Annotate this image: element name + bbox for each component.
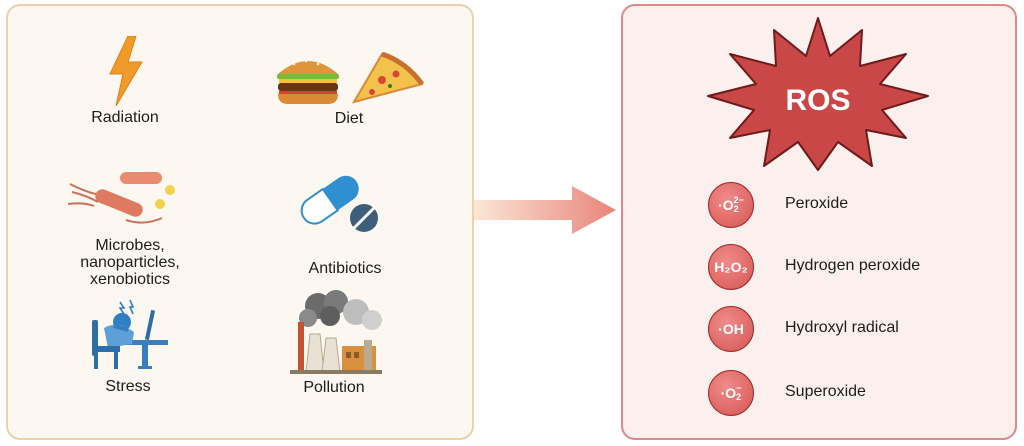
charge-text: 2− xyxy=(733,195,744,205)
radical-dot: · xyxy=(718,321,723,337)
pill-icon xyxy=(300,175,378,232)
source-diet: Diet xyxy=(272,52,426,128)
source-radiation: Radiation xyxy=(70,36,180,126)
factory-smoke-icon xyxy=(290,290,382,374)
source-stress: Stress xyxy=(78,300,178,396)
burger-pizza-icon xyxy=(277,52,425,104)
source-antibiotics: Antibiotics xyxy=(280,170,410,277)
species-hydroxyl-radical: ·OH Hydroxyl radical xyxy=(708,306,988,352)
hydrogen-peroxide-name: Hydrogen peroxide xyxy=(785,257,921,274)
subscript-text: 2 xyxy=(736,392,742,402)
radical-dot: · xyxy=(718,197,723,213)
species-hydrogen-peroxide: H₂O₂ Hydrogen peroxide xyxy=(708,244,988,290)
stressed-worker-icon xyxy=(92,300,168,369)
formula-text: O xyxy=(725,385,737,401)
bacteria-icon xyxy=(67,172,175,224)
microbes-label-line-1: Microbes, xyxy=(95,237,165,254)
lightning-icon xyxy=(109,36,143,106)
radiation-label: Radiation xyxy=(91,109,159,126)
ros-burst: ROS xyxy=(707,17,929,171)
pollution-label: Pollution xyxy=(303,379,365,396)
stress-label: Stress xyxy=(105,378,151,395)
microbes-label-line-2: nanoparticles, xyxy=(80,254,180,271)
source-pollution: Pollution xyxy=(282,290,386,396)
arrow-right-icon xyxy=(474,186,616,234)
superoxide-name: Superoxide xyxy=(785,383,866,400)
formula-text: O xyxy=(722,197,734,213)
superoxide-formula: ·O−2 xyxy=(708,370,754,416)
species-superoxide: ·O−2 Superoxide xyxy=(708,370,988,416)
microbes-label-line-3: xenobiotics xyxy=(89,271,171,288)
subscript-text: 2 xyxy=(733,204,739,214)
formula-text: OH xyxy=(722,321,744,337)
diet-label: Diet xyxy=(334,110,364,127)
source-microbes: Microbes, nanoparticles, xenobiotics xyxy=(60,166,200,290)
ros-star-icon xyxy=(707,17,929,171)
radical-dot: · xyxy=(720,385,726,401)
charge-text: − xyxy=(736,383,742,393)
microbes-label: Microbes, nanoparticles, xenobiotics xyxy=(60,237,200,288)
antibiotics-label: Antibiotics xyxy=(308,260,382,277)
ros-title: ROS xyxy=(785,84,850,117)
hydroxyl-radical-name: Hydroxyl radical xyxy=(785,319,899,336)
hydrogen-peroxide-formula: H₂O₂ xyxy=(708,244,754,290)
hydroxyl-formula: ·OH xyxy=(708,306,754,352)
peroxide-name: Peroxide xyxy=(785,195,849,212)
